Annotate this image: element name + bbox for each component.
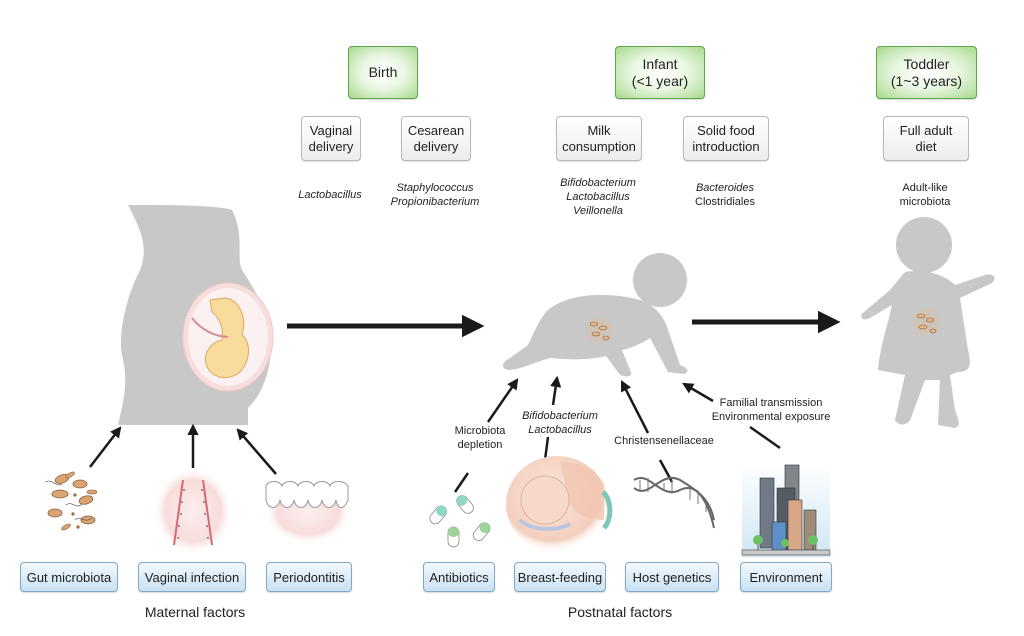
taxon: Bacteroides (695, 182, 755, 194)
toddler-gut-microbiota-icon (912, 309, 940, 335)
teeth-gums-icon (264, 480, 352, 544)
factor-antibiotics: Antibiotics (423, 562, 495, 592)
arrow-environment-upper (682, 382, 714, 403)
factor-label: Antibiotics (429, 569, 489, 585)
stage-toddler-sublabel: (1~3 years) (890, 72, 963, 89)
postnatal-factors-label: Postnatal factors (567, 604, 673, 620)
stage-infant-label: Infant (642, 55, 678, 72)
factor-environment: Environment (740, 562, 832, 592)
dna-helix-icon (633, 477, 715, 529)
note-line: depletion (457, 439, 503, 451)
taxon: Bifidobacterium (560, 177, 636, 189)
taxa-full-adult-diet: Adult-like microbiota (880, 181, 970, 209)
arrow-breastfeeding (543, 436, 550, 461)
condition-line: Milk (587, 122, 611, 138)
fetus-icon (191, 297, 249, 379)
condition-line: Cesarean (407, 122, 465, 138)
condition-line: consumption (562, 138, 636, 154)
arrow-antibiotics (453, 472, 470, 493)
stage-infant-sublabel: (<1 year) (631, 72, 689, 89)
arrow-host-genetics-upper (620, 379, 650, 434)
factor-label: Gut microbiota (26, 569, 112, 585)
taxon: Clostridiales (695, 196, 755, 208)
condition-line: introduction (692, 138, 760, 154)
condition-milk-consumption: Milk consumption (556, 116, 642, 161)
pill-capsules-icon (429, 495, 491, 548)
factor-label: Environment (749, 569, 823, 585)
crawling-infant-silhouette (502, 253, 688, 377)
pregnant-woman-silhouette (118, 205, 274, 425)
taxa-vaginal-delivery: Lactobacillus (290, 188, 370, 202)
taxa-cesarean-delivery: Staphylococcus Propionibacterium (380, 181, 490, 209)
taxon: Veillonella (573, 205, 623, 217)
stage-toddler-label: Toddler (903, 55, 950, 72)
arrow-environment (749, 425, 781, 450)
note-line: Environmental exposure (711, 411, 831, 423)
condition-cesarean-delivery: Cesarean delivery (401, 116, 471, 161)
factor-breast-feeding: Breast-feeding (514, 562, 606, 592)
note-antibiotics: Microbiota depletion (438, 424, 522, 452)
taxon: Lactobacillus (566, 191, 630, 203)
note-line: Lactobacillus (528, 424, 592, 436)
taxa-solid-food-introduction: Bacteroides Clostridiales (680, 181, 770, 209)
taxon: Lactobacillus (298, 189, 362, 201)
factor-gut-microbiota: Gut microbiota (20, 562, 118, 592)
note-line: Bifidobacterium (522, 410, 598, 422)
city-buildings-icon (741, 462, 831, 557)
condition-line: delivery (308, 138, 354, 154)
condition-solid-food-introduction: Solid food introduction (683, 116, 769, 161)
arrow-breastfeeding-upper (550, 375, 562, 406)
stage-birth-label: Birth (368, 64, 398, 80)
stage-infant: Infant (<1 year) (615, 46, 705, 99)
arrow-gut-microbiota (89, 426, 122, 468)
infant-gut-microbiota-icon (585, 318, 613, 342)
maternal-factors-label: Maternal factors (144, 604, 246, 620)
note-breast-feeding: Bifidobacterium Lactobacillus (510, 409, 610, 437)
condition-vaginal-delivery: Vaginal delivery (301, 116, 361, 161)
condition-line: Solid food (697, 122, 755, 138)
bacteria-cluster-icon (44, 471, 98, 531)
factor-vaginal-infection: Vaginal infection (138, 562, 246, 592)
factor-label: Host genetics (632, 569, 712, 585)
arrow-periodontitis (236, 428, 277, 475)
walking-toddler-silhouette (861, 217, 995, 428)
condition-line: Vaginal (309, 122, 353, 138)
note-line: Christensenellaceae (614, 435, 714, 447)
taxon: Staphylococcus (396, 182, 474, 194)
note-environment: Familial transmission Environmental expo… (706, 396, 836, 424)
stage-birth: Birth (348, 46, 418, 99)
breastfeeding-baby-icon (506, 456, 613, 552)
factor-periodontitis: Periodontitis (266, 562, 352, 592)
condition-line: diet (915, 138, 937, 154)
arrow-antibiotics-upper (486, 378, 519, 423)
note-line: Microbiota (454, 425, 506, 437)
note-host-genetics: Christensenellaceae (608, 434, 720, 448)
condition-full-adult-diet: Full adult diet (883, 116, 969, 161)
factor-label: Periodontitis (273, 569, 345, 585)
condition-line: delivery (413, 138, 459, 154)
note-line: Familial transmission (719, 397, 823, 409)
condition-line: Full adult (899, 122, 953, 138)
stage-toddler: Toddler (1~3 years) (876, 46, 977, 99)
taxa-milk-consumption: Bifidobacterium Lactobacillus Veillonell… (548, 176, 648, 218)
factor-host-genetics: Host genetics (625, 562, 719, 592)
taxon: Adult-like (902, 182, 948, 194)
taxon: microbiota (899, 196, 951, 208)
vaginal-tissue-icon (153, 467, 233, 555)
factor-label: Vaginal infection (144, 569, 240, 585)
factor-label: Breast-feeding (517, 569, 603, 585)
taxon: Propionibacterium (390, 196, 480, 208)
